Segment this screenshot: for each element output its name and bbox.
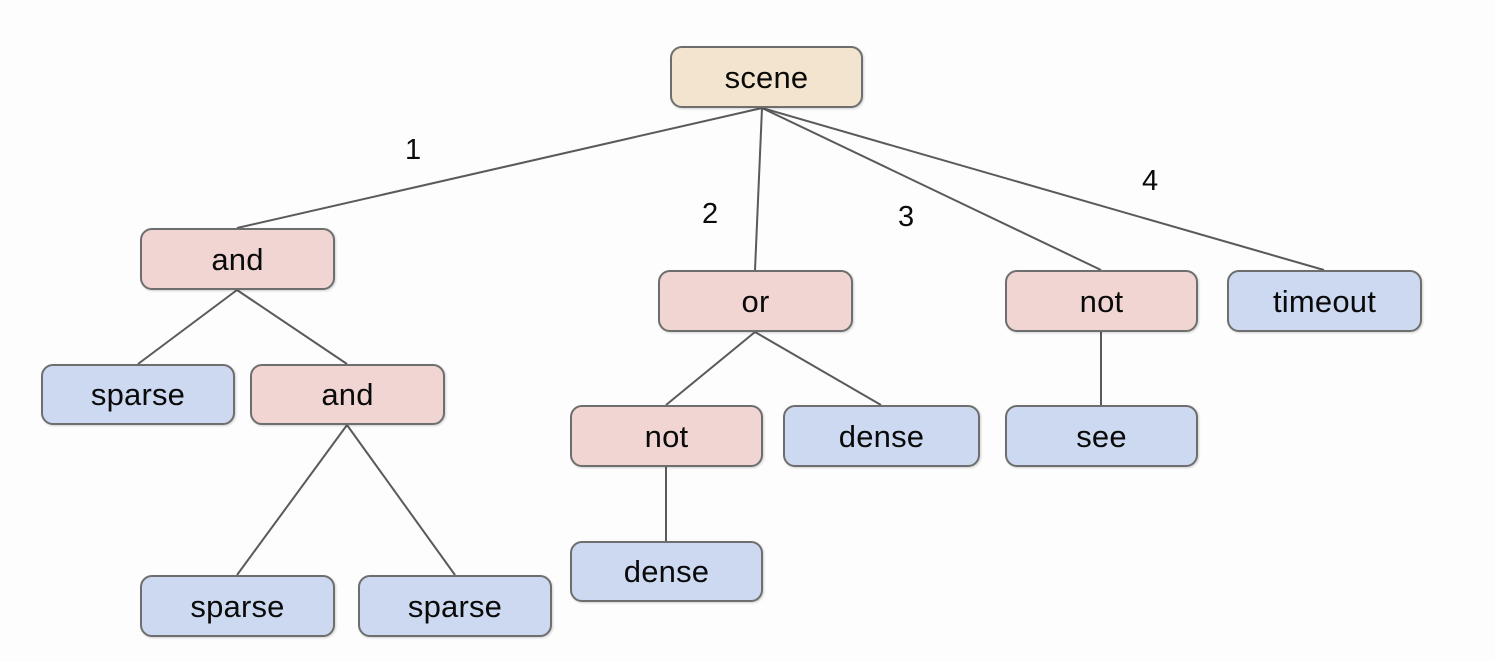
tree-node-label: not [1079,283,1124,319]
tree-edge [754,107,763,271]
tree-node-label: or [741,283,770,319]
tree-node-label: see [1076,418,1127,454]
tree-node-sparse1[interactable]: sparse [41,364,235,425]
tree-edge [346,424,456,576]
tree-node-label: scene [724,59,809,95]
tree-node-timeout[interactable]: timeout [1227,270,1422,332]
tree-node-label: sparse [407,588,503,624]
tree-node-label: and [321,377,374,412]
tree-node-label: sparse [90,377,186,412]
tree-node-dense_m[interactable]: dense [783,405,980,467]
tree-edge [236,424,348,576]
tree-edge [137,289,238,365]
tree-node-label: dense [838,418,925,454]
tree-node-not_m[interactable]: not [570,405,763,467]
tree-node-dense_b[interactable]: dense [570,541,763,602]
tree-node-label: and [211,241,264,277]
tree-edge [761,107,1325,271]
tree-edge [236,107,763,229]
tree-edge [665,331,756,406]
tree-node-label: sparse [190,588,285,624]
tree-node-sparse3[interactable]: sparse [358,575,552,637]
tree-node-and1[interactable]: and [140,228,335,290]
tree-node-or1[interactable]: or [658,270,853,332]
tree-node-label: timeout [1272,283,1377,319]
edge-label-4: 4 [1142,165,1159,197]
tree-edge [754,331,882,406]
edge-label-2: 2 [702,198,719,230]
tree-node-label: not [644,418,689,454]
edge-label-3: 3 [898,201,915,233]
edge-label-1: 1 [405,134,422,166]
tree-node-sparse2[interactable]: sparse [140,575,335,637]
tree-edge [236,289,348,365]
tree-node-and2[interactable]: and [250,364,445,425]
tree-node-label: dense [623,554,710,589]
tree-node-see[interactable]: see [1005,405,1198,467]
tree-edge [761,107,1102,271]
tree-node-scene[interactable]: scene [670,46,863,108]
tree-node-not_r[interactable]: not [1005,270,1198,332]
